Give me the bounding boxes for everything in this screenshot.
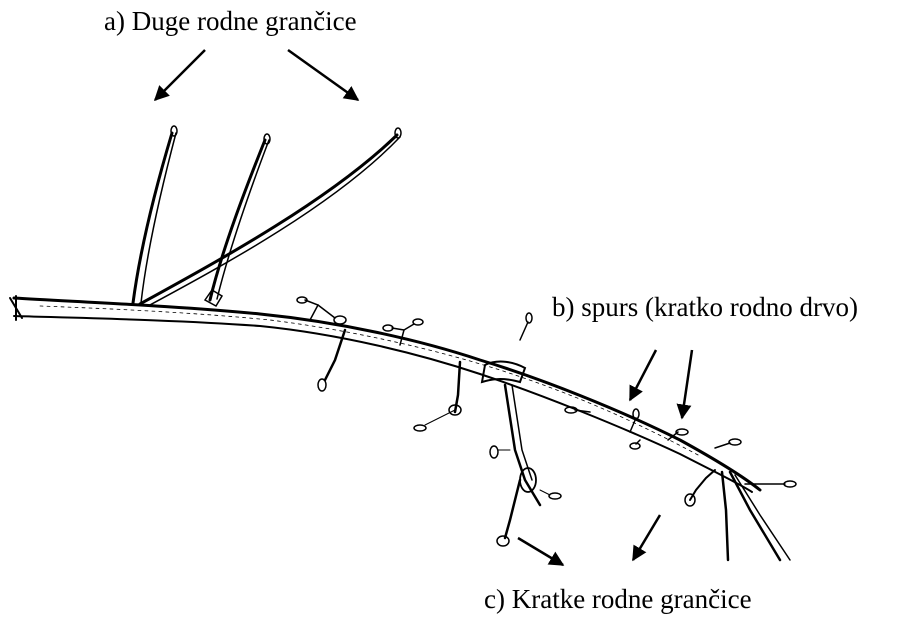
- long-shoots: [131, 125, 402, 308]
- short-shoots: [317, 328, 791, 562]
- arrow-a-right: [287, 48, 360, 102]
- label-short-shoots: c) Kratke rodne grančice: [484, 584, 752, 614]
- arrows: [153, 48, 694, 567]
- arrow-b-right: [676, 349, 694, 420]
- arrow-a-left: [153, 49, 206, 102]
- arrow-c-left: [517, 536, 565, 567]
- label-long-shoots: a) Duge rodne grančice: [104, 6, 357, 36]
- arrow-c-right: [631, 514, 662, 562]
- label-spurs: b) spurs (kratko rodno drvo): [552, 292, 858, 322]
- spurs: [296, 296, 797, 488]
- arrow-b-left: [628, 349, 658, 402]
- main-branch: [9, 295, 762, 493]
